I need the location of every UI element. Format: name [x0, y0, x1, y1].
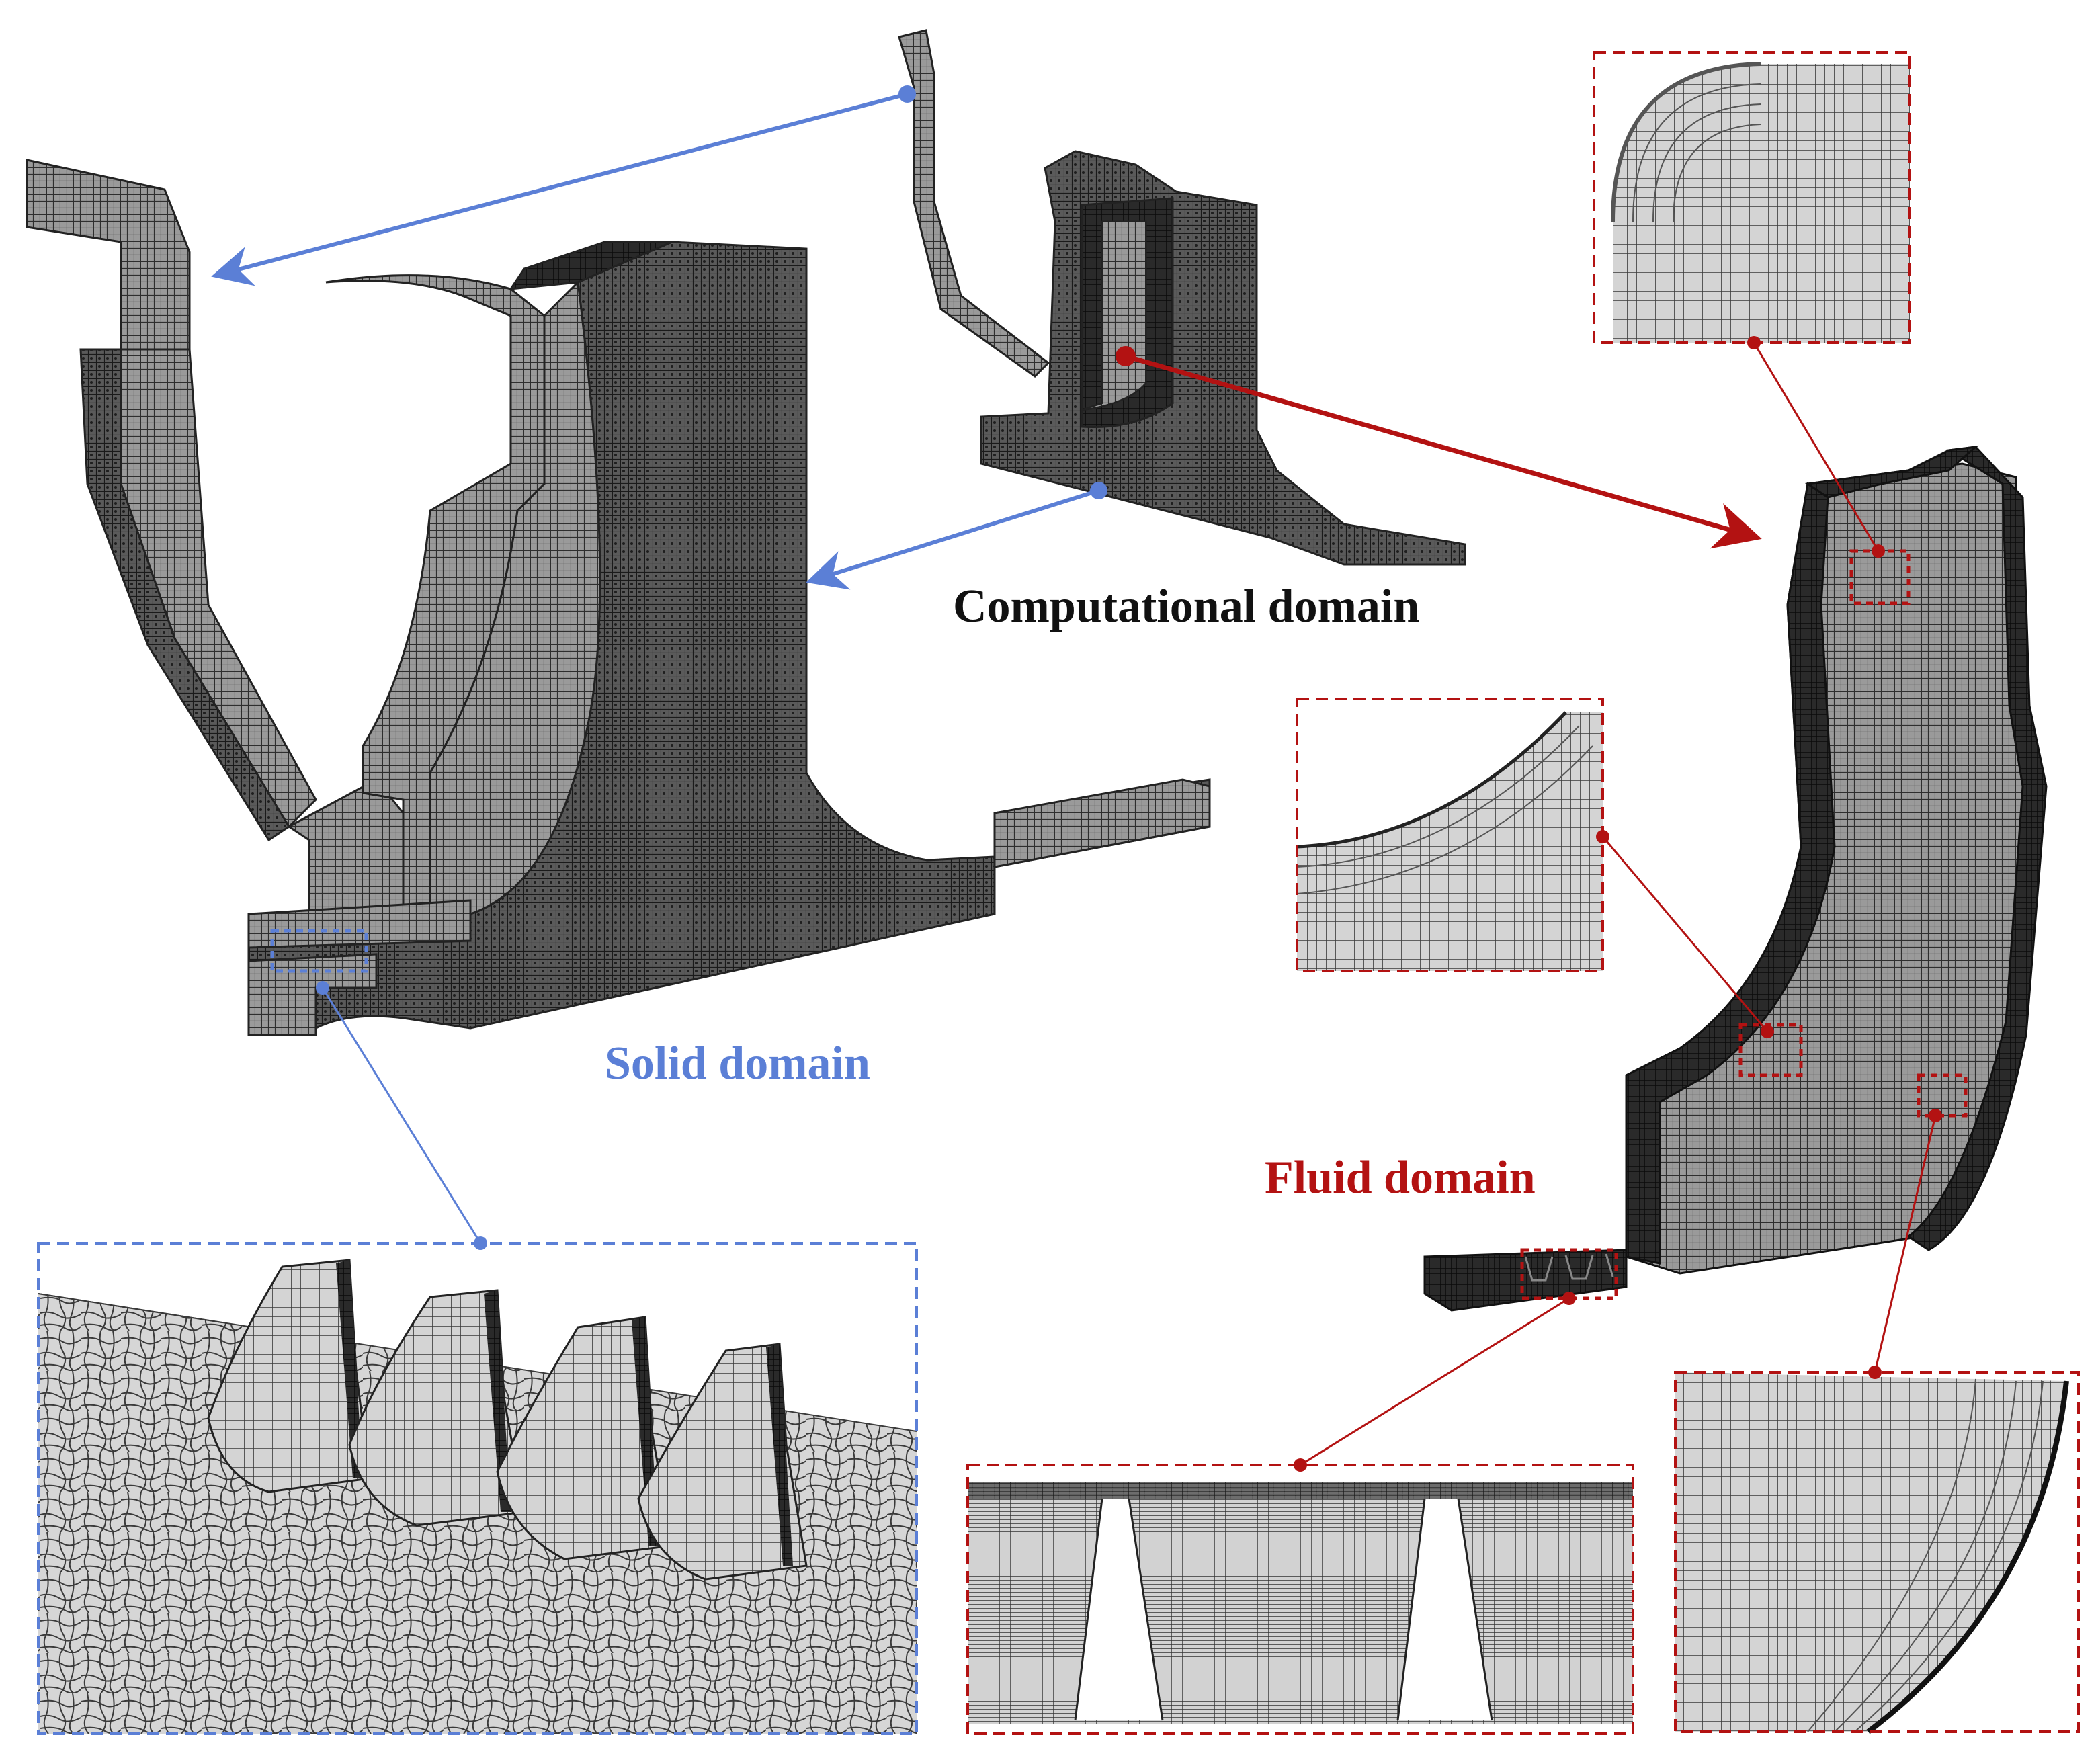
inset-leader-lines	[316, 336, 1942, 1472]
fluid-seal-marker	[1520, 1248, 1618, 1300]
fluid-fillet-zoom-inset	[1296, 698, 1604, 972]
computational-domain-mesh	[898, 29, 1466, 566]
fluid-seal-zoom-inset	[966, 1464, 1634, 1735]
solid-domain-label: Solid domain	[605, 1038, 870, 1089]
arrow-solid-blade	[211, 92, 908, 286]
fluid-wall-zoom-inset	[1674, 1371, 2080, 1734]
seal-tooth	[637, 1343, 808, 1581]
solid-seal-marker	[270, 929, 368, 973]
fluid-domain-mesh	[1423, 445, 2048, 1312]
fluid-corner-zoom-inset	[1593, 51, 1911, 344]
solid-domain-mesh	[26, 159, 1211, 1036]
arrow-solid-body	[806, 489, 1099, 590]
solid-seal-zoom-inset	[37, 1242, 918, 1735]
domain-mapping-arrows	[211, 85, 1762, 590]
fluid-fillet-marker	[1738, 1023, 1803, 1077]
computational-domain-label: Computational domain	[953, 581, 1419, 632]
arrow-fluid	[1125, 353, 1762, 549]
fluid-domain-label: Fluid domain	[1265, 1152, 1536, 1204]
seal-tooth	[207, 1259, 371, 1493]
